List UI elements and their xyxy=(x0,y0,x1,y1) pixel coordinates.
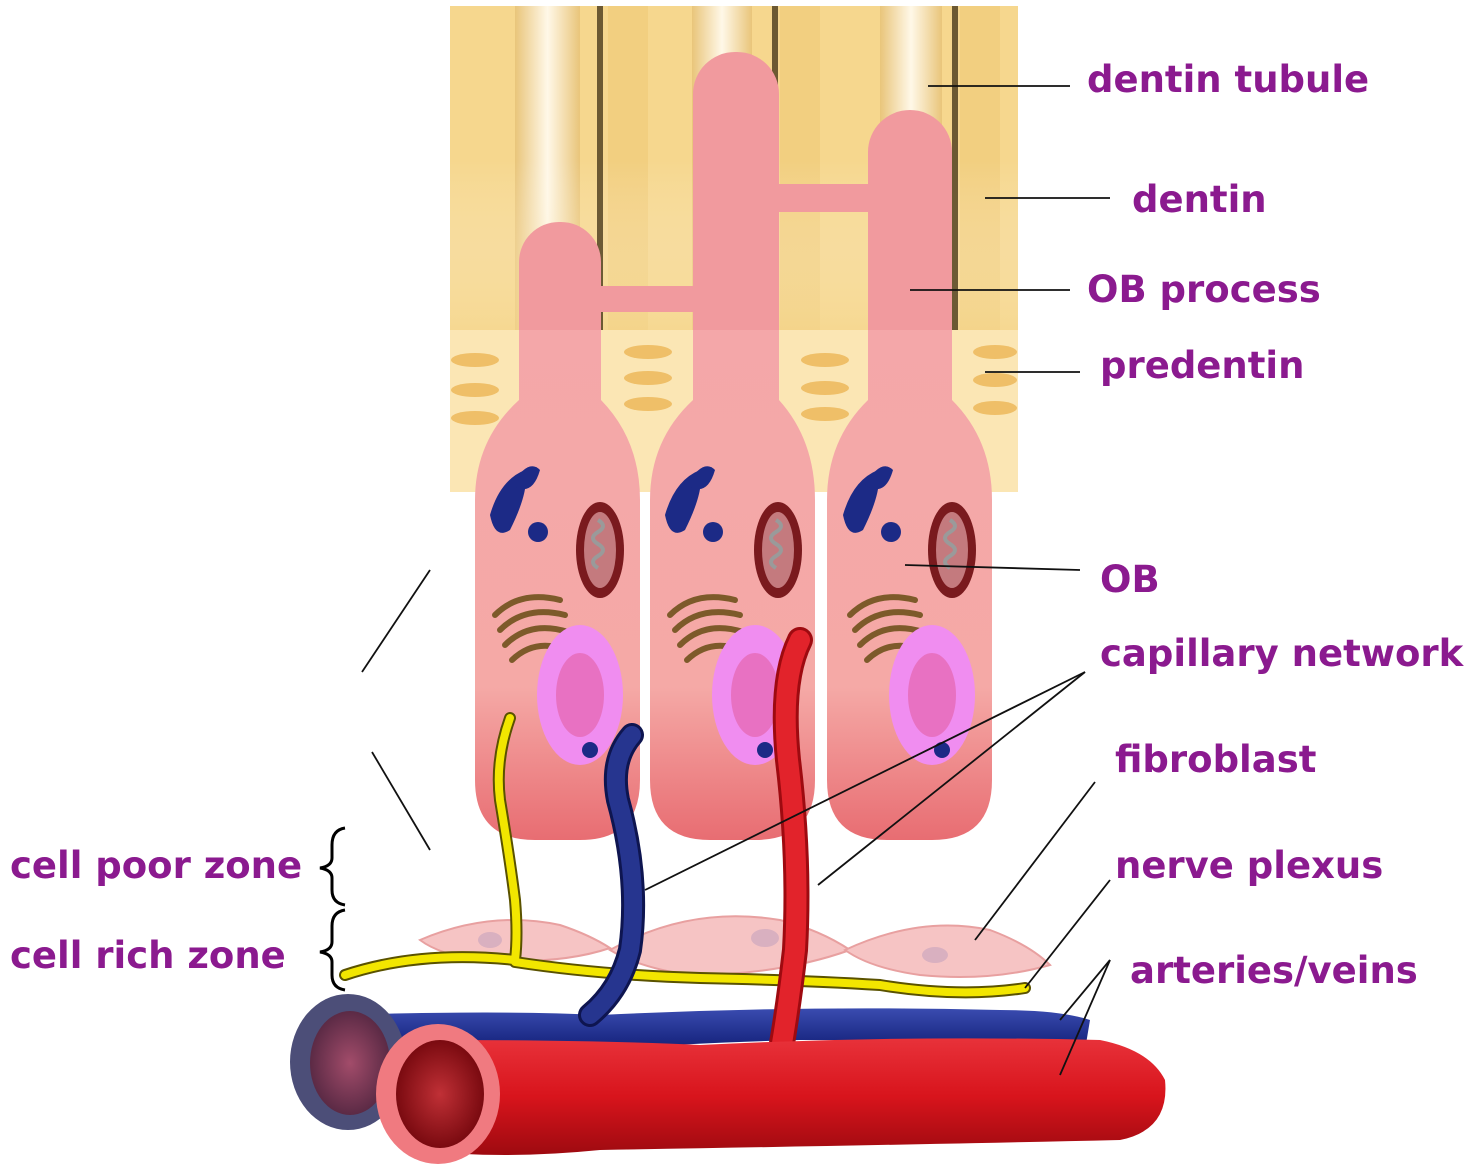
label-cell-rich-zone: cell rich zone xyxy=(10,934,286,977)
label-predentin: predentin xyxy=(1100,344,1304,387)
brace-icon xyxy=(320,828,345,990)
label-arteries-veins: arteries/veins xyxy=(1130,949,1418,992)
label-capillary-network: capillary network xyxy=(1100,632,1465,675)
label-dentin-tubule: dentin tubule xyxy=(1087,58,1369,101)
odontoblast-cells xyxy=(475,330,992,840)
label-nerve-plexus: nerve plexus xyxy=(1115,844,1383,887)
label-fibroblast: fibroblast xyxy=(1115,738,1316,781)
label-cell-poor-zone: cell poor zone xyxy=(10,844,302,887)
label-ob: OB xyxy=(1100,558,1160,601)
label-dentin: dentin xyxy=(1132,178,1267,221)
label-ob-process: OB process xyxy=(1087,268,1321,311)
